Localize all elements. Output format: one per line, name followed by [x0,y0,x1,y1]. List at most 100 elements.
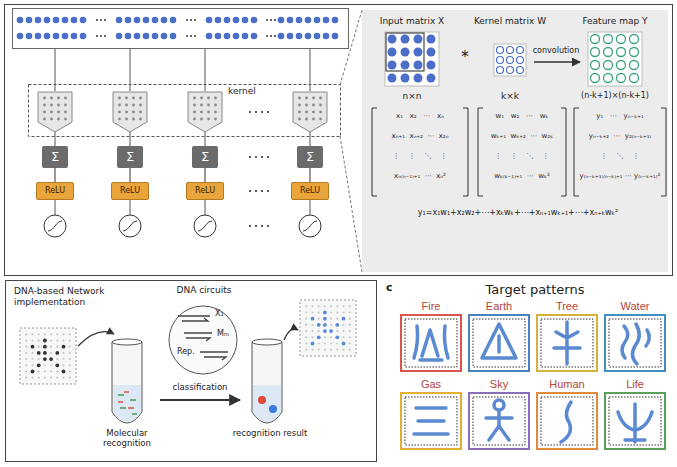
input-neuron [206,33,213,40]
matrix-cell [427,74,436,83]
fire-pattern [414,326,448,360]
matrix-cell [414,48,423,57]
input-neuron [251,33,258,40]
input-neuron [314,17,321,24]
kernel-cell [193,97,196,100]
pattern-border [609,397,661,445]
earth-pattern [482,324,516,358]
wire [55,49,56,91]
ellipsis-dot [255,225,257,227]
grid-dot [336,349,338,351]
kernel-cell [125,111,128,114]
ellipsis-dot [100,35,102,37]
matrix-row: xₙ₊₁ xₙ₊₂ ⋯ x₂ₙ [376,132,464,140]
tree-pattern [554,322,580,364]
feature-cell [591,35,600,44]
matrix-cell [427,35,436,44]
input-neuron [116,33,123,40]
kernel-cell [57,111,60,114]
matrix-row: wₖ₍ₖ₋₁₎₊₁ ⋯ wₖ² [480,172,564,180]
grid-dot [38,333,40,335]
wire [130,132,131,146]
wire [310,132,311,146]
sigmoid-node [44,215,66,237]
ellipsis-dot [267,156,269,158]
matrix-title: Input matrix X [367,16,457,27]
kernel-cell [200,104,203,107]
matrix-cell [401,48,410,57]
kernel-cell [132,104,135,107]
grid-dot [25,364,27,366]
kernel-cell [507,57,514,64]
grid-dot [43,345,47,349]
node-text: Σ [306,149,314,165]
grid-dot [305,336,307,338]
pattern-frame [468,392,530,450]
water-pattern [622,324,649,364]
grid-dot [305,318,307,320]
kernel-cell [64,97,67,100]
tube-rim [112,339,142,345]
input-neuron [44,33,51,40]
dna-strand [118,392,134,408]
node-text: ReLU [300,186,320,196]
matrix-row: w₁ w₂ ⋯ wₖ [480,112,564,120]
ellipsis-dot [261,190,263,192]
grid-dot [323,311,327,315]
matrix-row: yₙ₋ₖ₊₂ ⋯ y₂₍ₙ₋ₖ₊₁₎ [576,132,664,140]
input-neuron [233,33,240,40]
grid-dot [318,318,320,320]
life-pattern [618,404,652,442]
input-neuron [35,33,42,40]
ellipsis-dot [104,19,106,21]
grid-dot [56,346,58,348]
grid-dot [25,358,27,360]
kernel-cell [305,111,308,114]
grid-dot [349,342,351,344]
kernel-cell [214,118,217,121]
node-text: DNA circuits [159,285,249,296]
node-text: DNA-based Network implementation [14,286,144,308]
sky-pattern [486,400,512,440]
grid-dot [311,336,313,338]
input-neuron [278,33,285,40]
kernel-cell [200,118,203,121]
flow-arrow [284,329,298,340]
dna-circuit: DNA circuitsX₁MₘRep. [159,285,249,377]
matrix-row: wₖ₊₁ wₖ₊₂ ⋯ w₂ₖ [480,132,564,140]
input-neuron [125,33,132,40]
kernel-cell [125,118,128,121]
kernel-cell [298,111,301,114]
kernel-cell [50,111,53,114]
zoom-line [340,10,362,272]
grid-dot [317,323,321,327]
grid-dot [50,377,52,379]
ellipsis-dot [186,19,188,21]
kernel-cell [125,104,128,107]
red-signal [258,396,266,404]
grid-dot [50,364,52,366]
grid-dot [349,305,351,307]
input-neuron [53,17,60,24]
kernel-matrix [494,44,526,76]
panel-letter: c [386,281,393,294]
input-neuron [152,17,159,24]
kernel-cell [43,111,46,114]
grid-dot [37,363,41,367]
kernel-cell [517,57,524,64]
pattern-border [473,397,525,445]
grid-dot [25,352,27,354]
grid-dot [311,330,313,332]
pattern-frame [604,314,666,372]
matrix-row: ⋮ ⋮ ⋱ ⋮ [376,152,464,160]
feature-cell [604,74,613,83]
wire [130,200,131,215]
kernel-cell [507,47,514,54]
grid-dot [62,345,66,349]
pattern-frame [604,392,666,450]
kernel-cell [118,111,121,114]
node-text: ReLU [45,186,65,196]
kernel-cell [139,111,142,114]
input-neuron [332,33,339,40]
grid-dot [44,364,46,366]
